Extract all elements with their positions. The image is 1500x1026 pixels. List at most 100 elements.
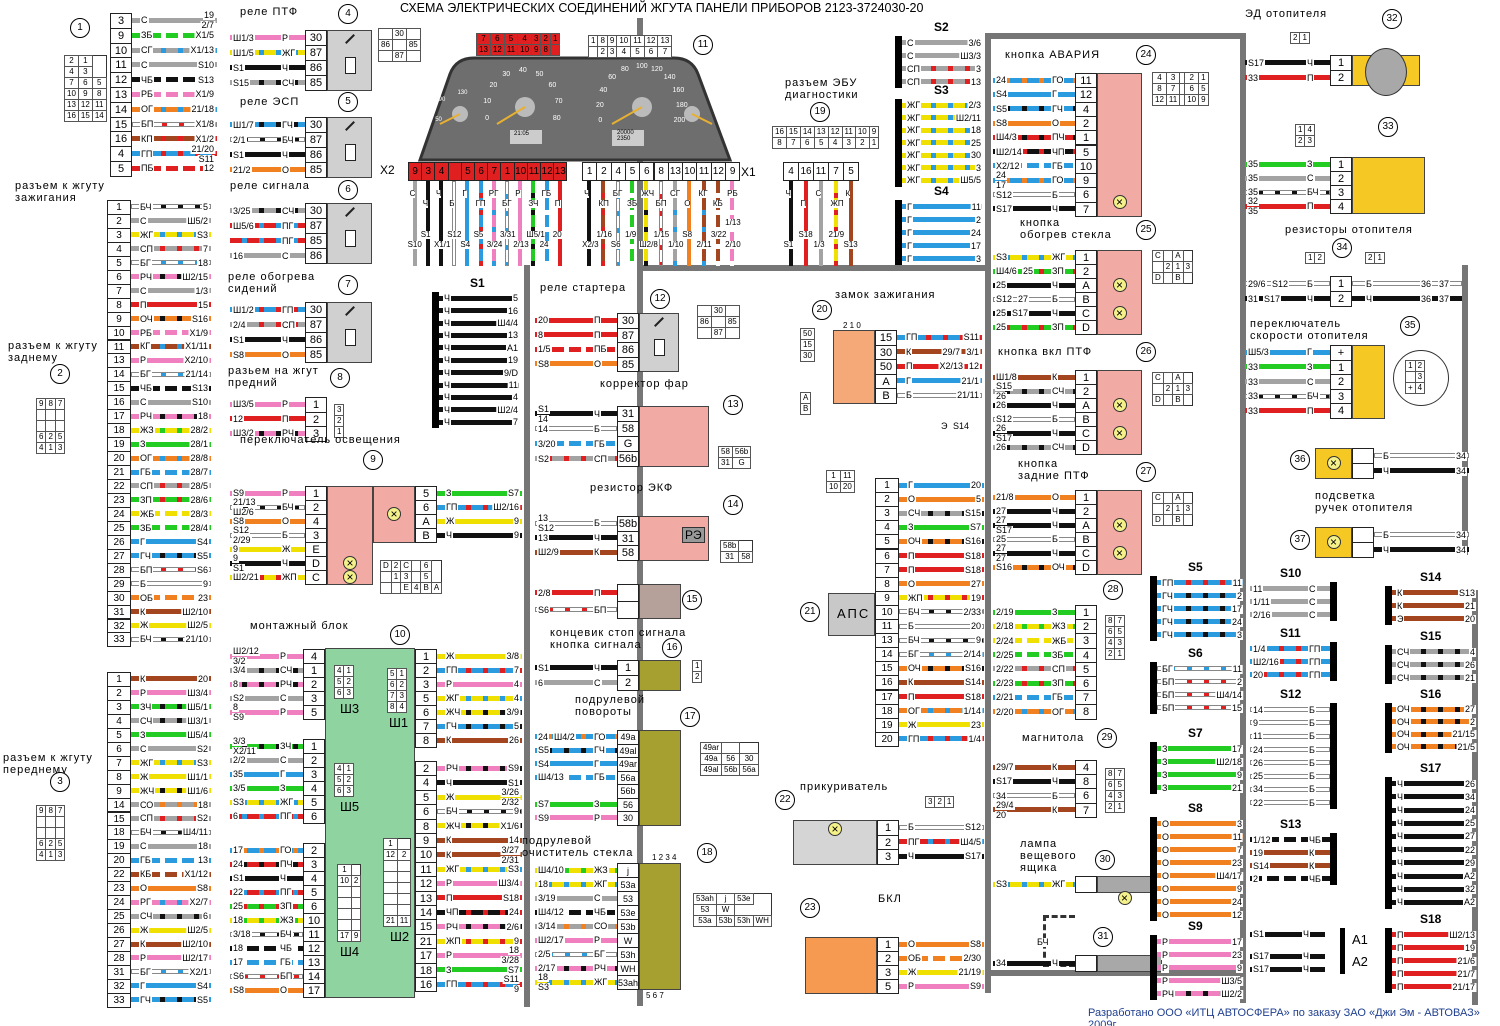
pinout-cell: 1 bbox=[333, 426, 345, 438]
pinout-cell: 8 bbox=[1104, 615, 1116, 627]
wire-destination-label: X1/11 bbox=[184, 341, 209, 352]
wire-destination-label: 1/5 bbox=[537, 344, 552, 355]
wire-destination-label: S17 bbox=[1252, 964, 1271, 974]
wire-color-code: БЧ bbox=[281, 502, 295, 512]
wire bbox=[899, 955, 984, 961]
connector-pin bbox=[617, 601, 639, 619]
wire-color-code: Ч bbox=[584, 189, 590, 198]
gauge-scale-label: 120 bbox=[650, 65, 663, 73]
wire bbox=[131, 204, 211, 210]
wire-destination-label: S1 bbox=[232, 873, 246, 883]
wire-destination-label: S5 bbox=[995, 103, 1009, 114]
wire-color-code: БЧ bbox=[139, 634, 153, 645]
pinout-cell: 5 bbox=[91, 77, 107, 89]
wire bbox=[993, 536, 1075, 542]
wire-color-code: СП bbox=[281, 319, 296, 330]
wire-destination-label: 2/11 bbox=[696, 240, 712, 249]
gauge-scale-label: 0 bbox=[485, 115, 490, 123]
connector-pin: 8 bbox=[107, 297, 131, 313]
connector-pin: 31 bbox=[107, 604, 131, 620]
wire-destination-label: 3 bbox=[974, 162, 982, 173]
wire-color-code: С bbox=[139, 397, 148, 408]
connector-pin: 15 bbox=[107, 381, 131, 397]
wire-color-code: Ч bbox=[1382, 465, 1390, 476]
wire-destination-label: 27 bbox=[995, 506, 1008, 516]
wire-destination-label: 2 bbox=[1235, 676, 1243, 687]
wire-color-code: ЖЗ bbox=[279, 915, 295, 925]
wire bbox=[1157, 759, 1243, 764]
pinout-cell: 2 bbox=[45, 838, 56, 850]
wire-color-code: БП bbox=[279, 971, 294, 981]
wire bbox=[505, 181, 509, 266]
pinout-cell: 87 bbox=[391, 50, 407, 62]
connector-pin: 15 bbox=[110, 116, 132, 133]
splice-name: S8 bbox=[1188, 801, 1203, 815]
pinout-cell: 5 bbox=[813, 137, 829, 149]
wire-destination-label: 18 bbox=[232, 943, 245, 953]
connector-pin: 1 bbox=[415, 649, 437, 664]
connector-pin: 1 bbox=[303, 739, 325, 754]
wire-destination-label: 18 bbox=[232, 915, 245, 925]
pinout-cell: 8 bbox=[540, 44, 551, 56]
connector-pin: 2 bbox=[1075, 619, 1097, 635]
wire-destination-label: S1 bbox=[537, 662, 551, 673]
wire-destination-label: 1/9 bbox=[625, 230, 637, 239]
wire-destination-label: 31 bbox=[1247, 293, 1260, 304]
connector-pin: 11 bbox=[813, 162, 829, 181]
wire bbox=[1374, 547, 1469, 552]
pinout-cell: 7 bbox=[54, 805, 66, 817]
connector-pin: B bbox=[1075, 412, 1097, 427]
wire-color-code: Г bbox=[1051, 89, 1058, 100]
wire-destination-label: 17 bbox=[232, 957, 245, 967]
wire-color-code: ОГ bbox=[140, 104, 154, 115]
wire-destination-label: 3 bbox=[974, 253, 982, 264]
pinout-cell: 2 bbox=[934, 796, 945, 808]
wire-destination-label: X2/11 bbox=[232, 746, 257, 756]
wire-destination-label: S1 bbox=[537, 403, 551, 414]
component-title: скорости отопителя bbox=[1250, 330, 1369, 342]
pinout-cell: 9 bbox=[350, 930, 362, 942]
pinout-cell bbox=[383, 860, 398, 872]
pinout-cell: 6 bbox=[420, 560, 432, 572]
wire-color-code: Ч bbox=[281, 558, 289, 568]
connector-pin: 31 bbox=[107, 964, 131, 980]
wire-destination-label: 2/3 bbox=[967, 100, 982, 111]
wire-color-code: П bbox=[593, 329, 602, 340]
wire-destination-label: Ш1/2 bbox=[232, 304, 255, 315]
wire-color-code: Б bbox=[1308, 771, 1316, 782]
wire-color-code: П bbox=[907, 691, 916, 702]
wire bbox=[1250, 966, 1325, 972]
component-number: 24 bbox=[1136, 45, 1156, 65]
wire bbox=[230, 80, 305, 85]
connector-pin: 86 bbox=[305, 147, 327, 163]
component-number: 23 bbox=[800, 898, 820, 918]
connector-pin: 7 bbox=[875, 562, 899, 578]
wire-color-code: ЖГ bbox=[593, 977, 609, 987]
wire-destination-label: S17 bbox=[1247, 57, 1266, 68]
pinout-cell: 50 bbox=[800, 328, 815, 340]
wire-color-code: ГО bbox=[1051, 75, 1065, 86]
wire-destination-label: 9 bbox=[232, 553, 240, 563]
connector-pin: 16 bbox=[110, 131, 132, 148]
connector-pin: 6 bbox=[1075, 187, 1097, 203]
wire-destination-label: 27 bbox=[1463, 704, 1476, 715]
wire-color-code: СЧ bbox=[139, 715, 154, 726]
pinout-cell: 87 bbox=[710, 327, 726, 339]
component-number: 21 bbox=[800, 602, 820, 622]
wire-destination-label: 34 bbox=[1454, 465, 1467, 476]
splice-bar bbox=[1330, 703, 1337, 810]
wire-destination-label: 35 bbox=[1247, 206, 1260, 216]
pinout-cell: 1 bbox=[45, 849, 56, 861]
wire-color-code: Ч bbox=[443, 380, 451, 390]
splice-name: S6 bbox=[1188, 646, 1203, 660]
connector-pin: 85 bbox=[305, 233, 327, 249]
connector-pin: 12 bbox=[110, 72, 132, 88]
wire-color-code: Г bbox=[906, 253, 913, 264]
wire-destination-label: S9 bbox=[537, 812, 551, 823]
wire-color-code: З bbox=[279, 783, 287, 793]
wire bbox=[535, 332, 617, 338]
component-number: 4 bbox=[338, 4, 358, 24]
wire bbox=[437, 681, 522, 687]
pinout-cell: 4 bbox=[410, 582, 422, 594]
